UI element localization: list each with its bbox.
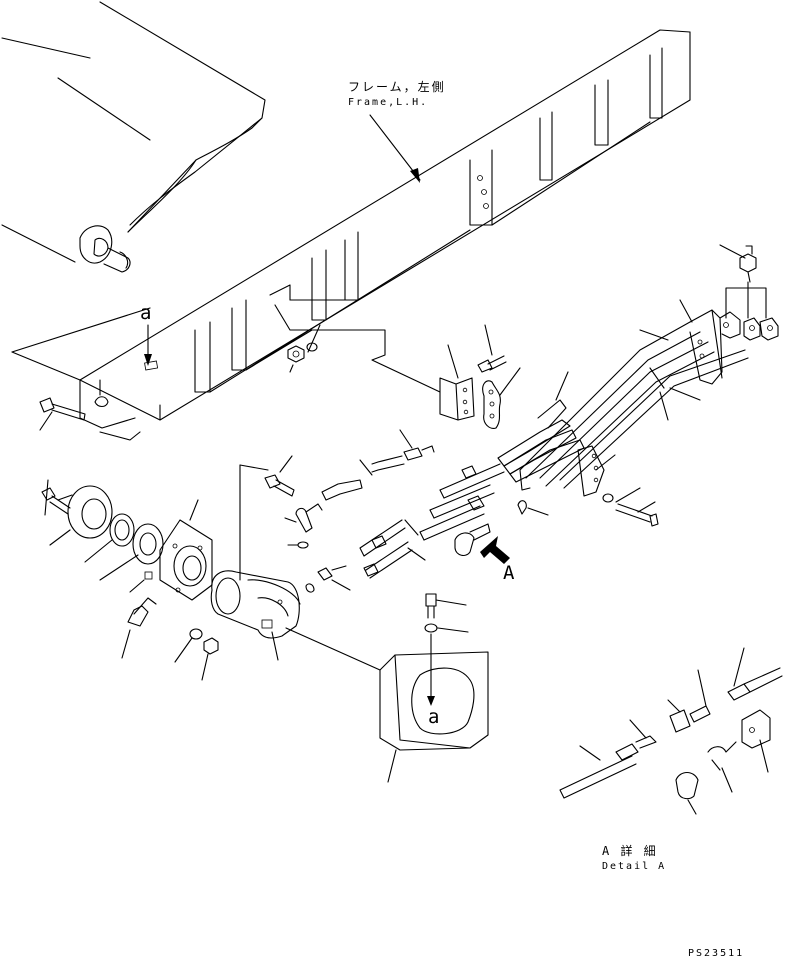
- hoses-fittings: [264, 429, 549, 593]
- tank-ref-a-label: a: [428, 706, 440, 728]
- frame-leader: [369, 114, 421, 183]
- track-plate: [1, 1, 266, 273]
- upper-valve-block: [519, 244, 779, 489]
- pump-assembly: [210, 464, 301, 661]
- frame-beam: [11, 29, 691, 441]
- ref-a-label: a: [140, 302, 152, 324]
- ref-a-arrow: [144, 324, 152, 366]
- detail-A-drawing: [559, 647, 783, 815]
- nut-washer-frame: [287, 324, 321, 373]
- clamp-bracket: [439, 324, 585, 491]
- frame-label-en: Frame,L.H.: [348, 97, 429, 108]
- view-A-label: A: [503, 562, 515, 584]
- flange-group: [41, 479, 219, 681]
- right-bracket-bolt: [577, 445, 659, 527]
- frame-label-jp: フレーム，左側: [348, 80, 446, 94]
- detail-label-jp: A 詳 細: [602, 844, 658, 858]
- view-arrow-A: [480, 536, 510, 564]
- bracket-outline: [274, 299, 441, 393]
- bolt-left: [39, 397, 86, 431]
- detail-label-en: Detail A: [602, 861, 667, 872]
- drawing-number: PS23511: [688, 948, 745, 959]
- hydraulic-tank: [285, 593, 489, 783]
